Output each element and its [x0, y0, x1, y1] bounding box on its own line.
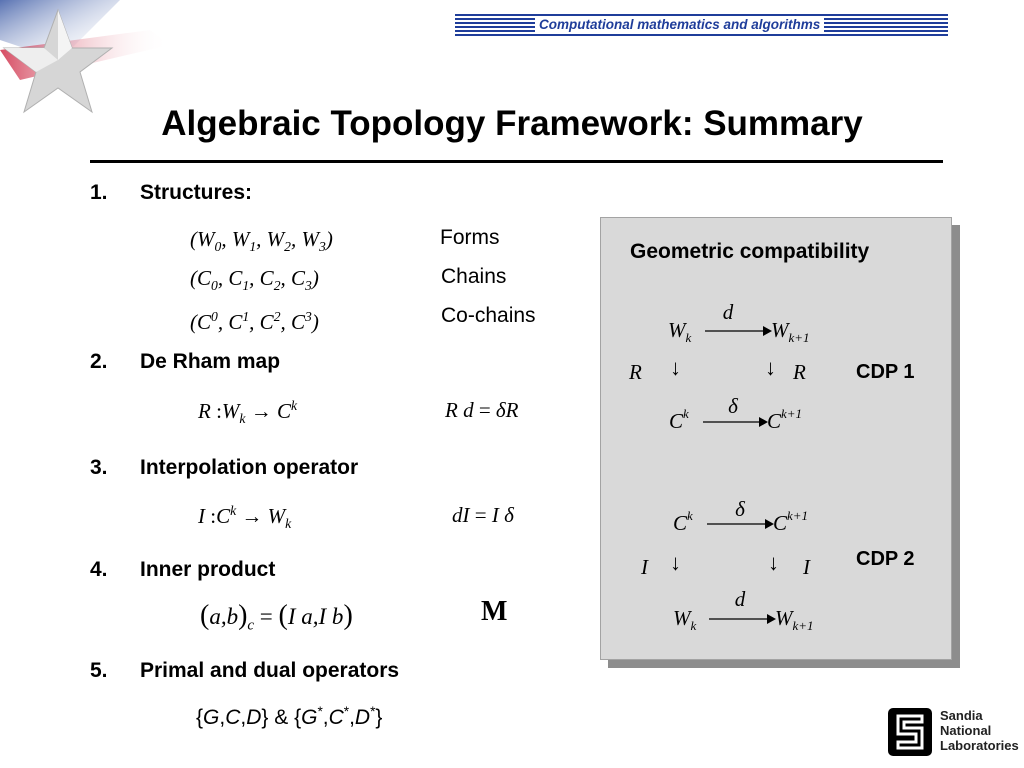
cdp1-bottom-arrow-label: δ: [728, 394, 739, 418]
title-rule: [90, 160, 943, 163]
cdp1-top-right: Wk+1: [771, 318, 810, 345]
header-band: Computational mathematics and algorithms: [455, 14, 948, 38]
cdp1-diagram: d Wk Wk+1 R ↓ ↓ R δ Ck Ck+1: [628, 300, 810, 433]
logo-line-1: Sandia: [940, 708, 983, 723]
forms-label: Forms: [440, 226, 500, 249]
section-3-number: 3.: [90, 456, 108, 479]
chains-formula: (C0, C1, C2, C3): [190, 266, 319, 294]
cdp1-top-arrow-label: d: [723, 300, 734, 324]
cdp2-diagram: δ Ck Ck+1 I ↓ ↓ I d Wk Wk+1: [640, 497, 814, 633]
section-1-number: 1.: [90, 181, 108, 204]
inner-product-formula: (a,b)c = (I a,I b): [200, 600, 353, 634]
chains-label: Chains: [441, 265, 507, 288]
section-4-number: 4.: [90, 558, 108, 581]
cdp1-bottom-right: Ck+1: [767, 406, 802, 433]
section-2-number: 2.: [90, 350, 108, 373]
cdp1-bottom-left: Ck: [669, 406, 689, 433]
cdp2-bottom-arrow-label: d: [735, 587, 746, 611]
primal-dual-operators-formula: {G,C,D} & {G*,C*,D*}: [196, 704, 383, 729]
section-2-heading: De Rham map: [140, 350, 281, 373]
interpolation-formula: I :Ck → Wk: [198, 503, 292, 532]
logo-line-2: National: [940, 723, 992, 738]
inner-product-matrix-symbol: M: [481, 596, 508, 627]
geometric-compatibility-panel: [600, 217, 952, 660]
section-4-heading: Inner product: [140, 558, 276, 581]
page-title: Algebraic Topology Framework: Summary: [161, 104, 863, 143]
cdp2-right-map: I: [802, 555, 811, 579]
de-rham-map-formula: R :Wk → Ck: [198, 398, 298, 427]
sandia-logo-text: Sandia National Laboratories: [940, 708, 1019, 753]
cdp1-label: CDP 1: [856, 361, 915, 383]
cdp2-top-left: Ck: [673, 508, 693, 535]
cdp1-top-left: Wk: [668, 318, 692, 345]
section-3-heading: Interpolation operator: [140, 456, 359, 479]
cdp2-left-arrow: ↓: [670, 550, 681, 575]
cdp1-left-map: R: [628, 360, 642, 384]
cdp2-left-map: I: [640, 555, 649, 579]
section-1-heading: Structures:: [140, 181, 253, 204]
section-5-heading: Primal and dual operators: [140, 659, 400, 682]
forms-formula: (W0, W1, W2, W3): [190, 227, 333, 255]
cdp2-label: CDP 2: [856, 548, 915, 570]
interpolation-commute-formula: dI = I δ: [452, 503, 514, 527]
star-logo-icon: [0, 0, 170, 114]
cdp2-top-arrow-label: δ: [735, 497, 746, 521]
cdp2-bottom-right: Wk+1: [775, 606, 814, 633]
header-band-text: Computational mathematics and algorithms: [535, 17, 825, 33]
cochains-formula: (C0, C1, C2, C3): [190, 309, 319, 334]
panel-title: Geometric compatibility: [630, 240, 870, 263]
cdp2-top-right: Ck+1: [773, 508, 808, 535]
cdp1-right-arrow: ↓: [765, 355, 776, 380]
cdp1-right-map: R: [792, 360, 806, 384]
cdp1-left-arrow: ↓: [670, 355, 681, 380]
cdp2-bottom-left: Wk: [673, 606, 697, 633]
section-5-number: 5.: [90, 659, 108, 682]
sandia-logo-icon: [888, 708, 932, 756]
cdp2-right-arrow: ↓: [768, 550, 779, 575]
de-rham-commute-formula: R d = δR: [445, 398, 519, 422]
cochains-label: Co-chains: [441, 304, 536, 327]
logo-line-3: Laboratories: [940, 738, 1019, 753]
